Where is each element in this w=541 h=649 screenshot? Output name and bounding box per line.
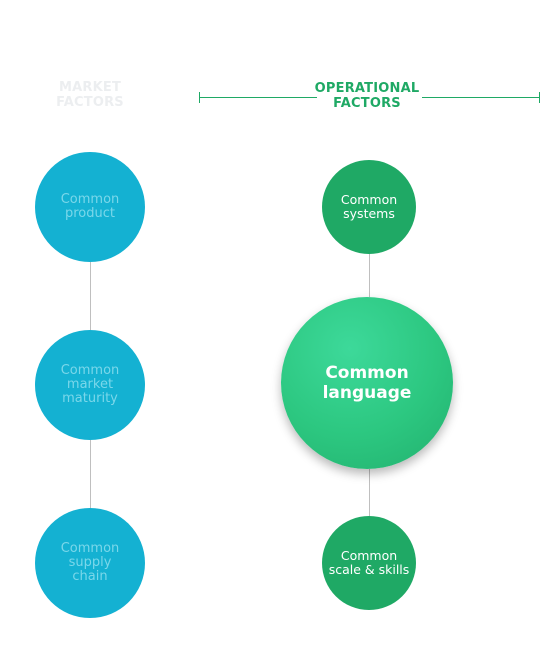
bracket-left-line <box>199 97 317 98</box>
market-node-label: Common product <box>60 192 120 221</box>
operational-factors-header-text: OPERATIONAL FACTORS <box>314 81 420 111</box>
market-node-common-supply-chain: Common supply chain <box>35 508 145 618</box>
operational-node-label-highlight: Common language <box>322 363 412 403</box>
operational-node-common-scale-skills: Common scale & skills <box>322 516 416 610</box>
market-node-common-market-maturity: Common market maturity <box>35 330 145 440</box>
operational-factors-header: OPERATIONAL FACTORS <box>300 81 434 111</box>
market-node-common-product: Common product <box>35 152 145 262</box>
market-connector-1 <box>90 262 91 330</box>
operational-connector-2 <box>369 469 370 516</box>
operational-node-label: Common scale & skills <box>328 548 410 577</box>
market-connector-2 <box>90 440 91 508</box>
operational-node-common-systems: Common systems <box>322 160 416 254</box>
market-node-label: Common supply chain <box>60 541 120 584</box>
market-factors-header-text: MARKET FACTORS <box>56 80 124 110</box>
bracket-right-line <box>422 97 540 98</box>
market-node-label: Common market maturity <box>60 363 120 406</box>
operational-connector-1 <box>369 254 370 297</box>
bracket-right-tick <box>539 92 540 103</box>
operational-node-common-language: Common language <box>281 297 453 469</box>
market-factors-header: MARKET FACTORS <box>40 80 140 110</box>
operational-node-label: Common systems <box>340 192 398 221</box>
